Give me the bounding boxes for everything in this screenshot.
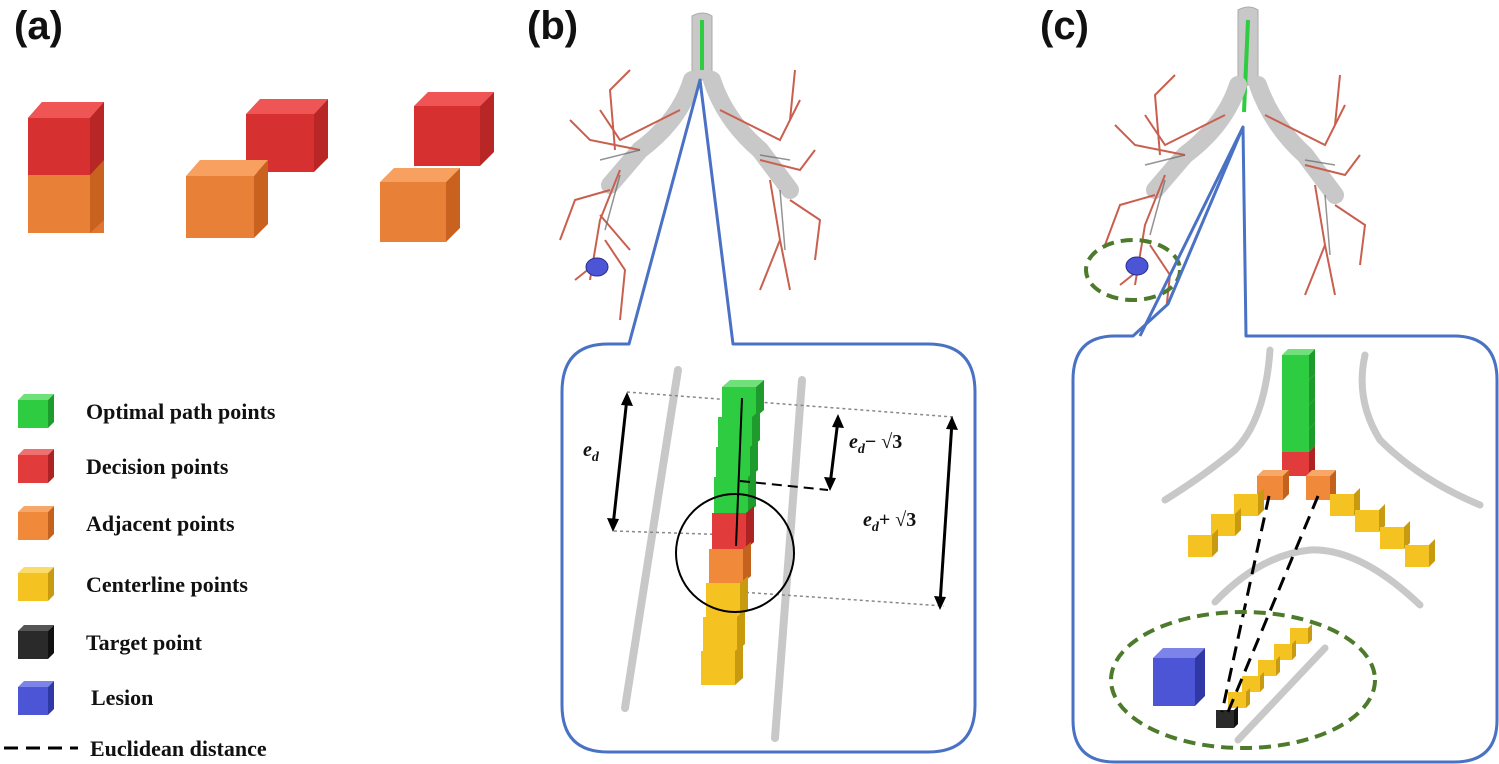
legend-label-euclidean: Euclidean distance <box>90 736 267 761</box>
legend-icon-centerline <box>18 567 54 601</box>
legend-label-lesion: Lesion <box>91 685 154 710</box>
panel-b-airway-tree <box>559 12 822 321</box>
panel-label-a: (a) <box>14 4 63 48</box>
panel-c-airway-tree <box>1084 6 1367 321</box>
panel-a-cube-pairs <box>28 92 494 242</box>
zoom-content-b <box>607 366 958 742</box>
panel-label-c: (c) <box>1040 4 1089 48</box>
annotation-ed-minus-sqrt3: ed− √3 <box>849 431 903 457</box>
legend-label-decision: Decision points <box>86 454 229 479</box>
cube-stack-c <box>1188 349 1435 728</box>
dashed-circle-lesion-c <box>1084 238 1182 302</box>
lesion-small-c <box>1125 256 1149 276</box>
legend-icon-optimal <box>18 394 54 428</box>
legend-label-adjacent: Adjacent points <box>86 511 235 536</box>
cube-stack-b <box>701 380 764 685</box>
lesion-small-b <box>585 257 609 277</box>
cube-pair-stacked <box>28 102 104 233</box>
legend-icon-adjacent <box>18 506 54 540</box>
legend-icon-lesion <box>18 681 54 715</box>
legend-label-target: Target point <box>86 630 202 655</box>
annotation-ed: ed <box>583 439 599 465</box>
cube-pair-diagonal-1 <box>186 99 328 238</box>
dashed-ellipse-target-c <box>1109 610 1377 750</box>
panel-label-b: (b) <box>527 4 579 48</box>
legend-icon-target <box>18 625 54 659</box>
search-radius-circle <box>675 493 795 613</box>
legend-icon-decision <box>18 449 54 483</box>
target-point-cube <box>1216 710 1234 728</box>
legend-label-centerline: Centerline points <box>86 572 248 597</box>
cube-pair-diagonal-2 <box>380 92 494 242</box>
legend-icons <box>4 394 78 750</box>
legend-label-optimal: Optimal path points <box>86 399 276 424</box>
zoom-frame-b <box>560 78 977 754</box>
zoom-content-c <box>1109 346 1484 750</box>
annotation-ed-plus-sqrt3: ed+ √3 <box>863 509 917 535</box>
lesion-cube-c <box>1153 648 1205 706</box>
